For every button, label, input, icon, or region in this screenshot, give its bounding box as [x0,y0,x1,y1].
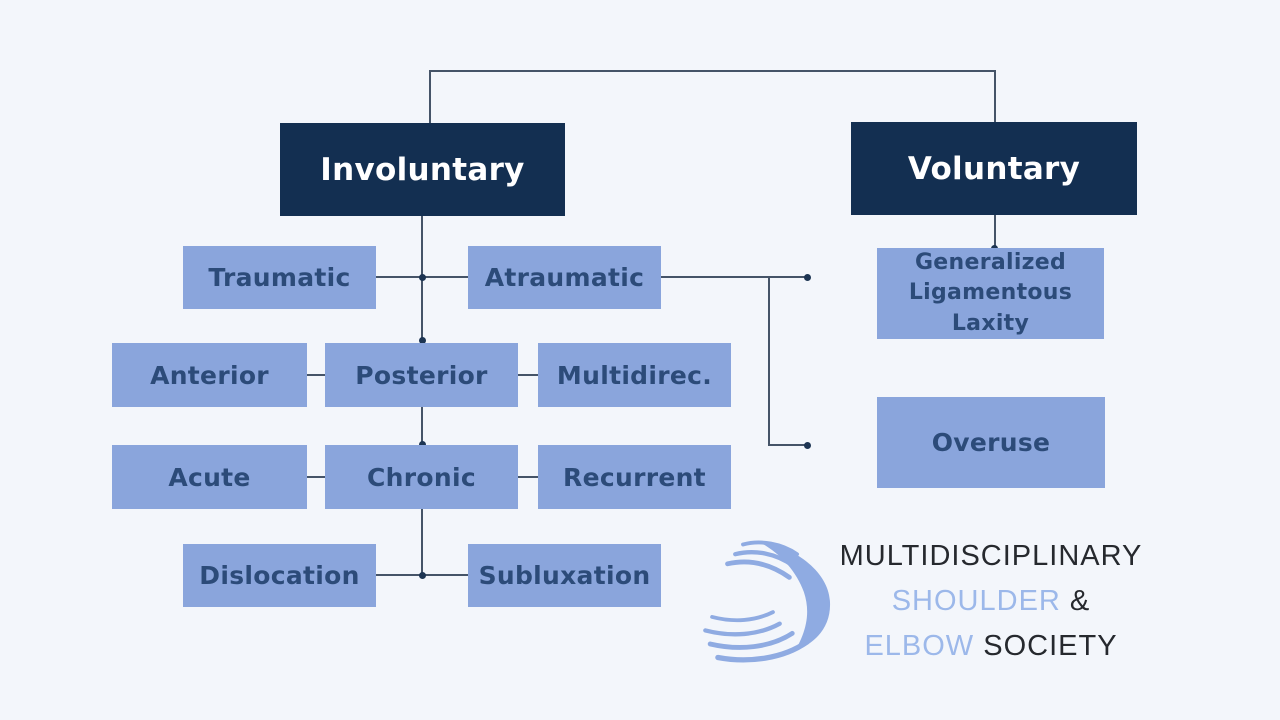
connector-acute-chronic [307,476,325,478]
connector-posterior-multidirec [518,374,538,376]
connector-top-to-voluntary [994,70,996,123]
connector-top-horizontal [430,70,996,72]
node-posterior: Posterior [325,343,518,407]
node-atraumatic: Atraumatic [468,246,661,309]
node-acute: Acute [112,445,307,509]
logo-line-multidisciplinary: MULTIDISCIPLINARY [839,540,1143,572]
node-recurrent-label: Recurrent [563,462,706,492]
node-recurrent: Recurrent [538,445,731,509]
node-involuntary-label: Involuntary [320,151,525,188]
connector-atraumatic-right [661,276,807,278]
endpoint-dot-overuse [804,442,811,449]
node-multidirec-label: Multidirec. [556,360,713,390]
logo-line-elbow: ELBOW SOCIETY [818,624,1164,669]
logo-line-shoulder: SHOULDER & [818,579,1164,624]
node-gll-line1: Generalized [914,249,1067,275]
connector-posterior-chronic [421,407,423,445]
node-overuse-label: Overuse [931,428,1051,457]
logo-word-shoulder: SHOULDER [891,585,1061,617]
connector-voluntary-down [994,215,996,248]
connector-chronic-down [421,509,423,575]
endpoint-dot-laxity [804,274,811,281]
connector-chronic-recurrent [518,476,538,478]
node-anterior: Anterior [112,343,307,407]
node-gll-line2: Ligamentous [908,280,1073,306]
node-posterior-label: Posterior [355,360,488,390]
junction-dot-row4 [419,572,426,579]
node-multidirec: Multidirec. [538,343,731,407]
logo-word-amp: & [1060,585,1091,617]
node-voluntary-label: Voluntary [907,150,1081,187]
node-gll-line3: Laxity [951,310,1030,336]
node-anterior-label: Anterior [150,360,269,390]
node-involuntary: Involuntary [280,123,565,216]
node-voluntary: Voluntary [851,122,1137,215]
society-swoosh-logo-icon [703,540,831,663]
node-chronic-label: Chronic [367,462,476,492]
connector-anterior-posterior [307,374,325,376]
node-chronic: Chronic [325,445,518,509]
node-traumatic-label: Traumatic [208,263,351,292]
logo-word-society: SOCIETY [974,630,1118,662]
node-subluxation: Subluxation [468,544,661,607]
connector-right-branch-vertical [768,276,770,445]
connector-branch-to-overuse [768,444,807,446]
node-traumatic: Traumatic [183,246,376,309]
society-logo-text: MULTIDISCIPLINARY SHOULDER & ELBOW SOCIE… [818,534,1164,669]
connector-top-to-involuntary [429,70,431,124]
junction-dot-chronic-top [419,441,426,448]
junction-dot-row1 [419,274,426,281]
node-dislocation-label: Dislocation [199,561,360,590]
node-generalized-ligamentous-laxity: Generalized Ligamentous Laxity [877,248,1104,339]
junction-dot-posterior-top [419,337,426,344]
node-dislocation: Dislocation [183,544,376,607]
node-overuse: Overuse [877,397,1105,488]
logo-word-elbow: ELBOW [864,630,975,662]
node-subluxation-label: Subluxation [478,561,651,590]
node-atraumatic-label: Atraumatic [484,263,645,292]
node-acute-label: Acute [168,462,251,492]
